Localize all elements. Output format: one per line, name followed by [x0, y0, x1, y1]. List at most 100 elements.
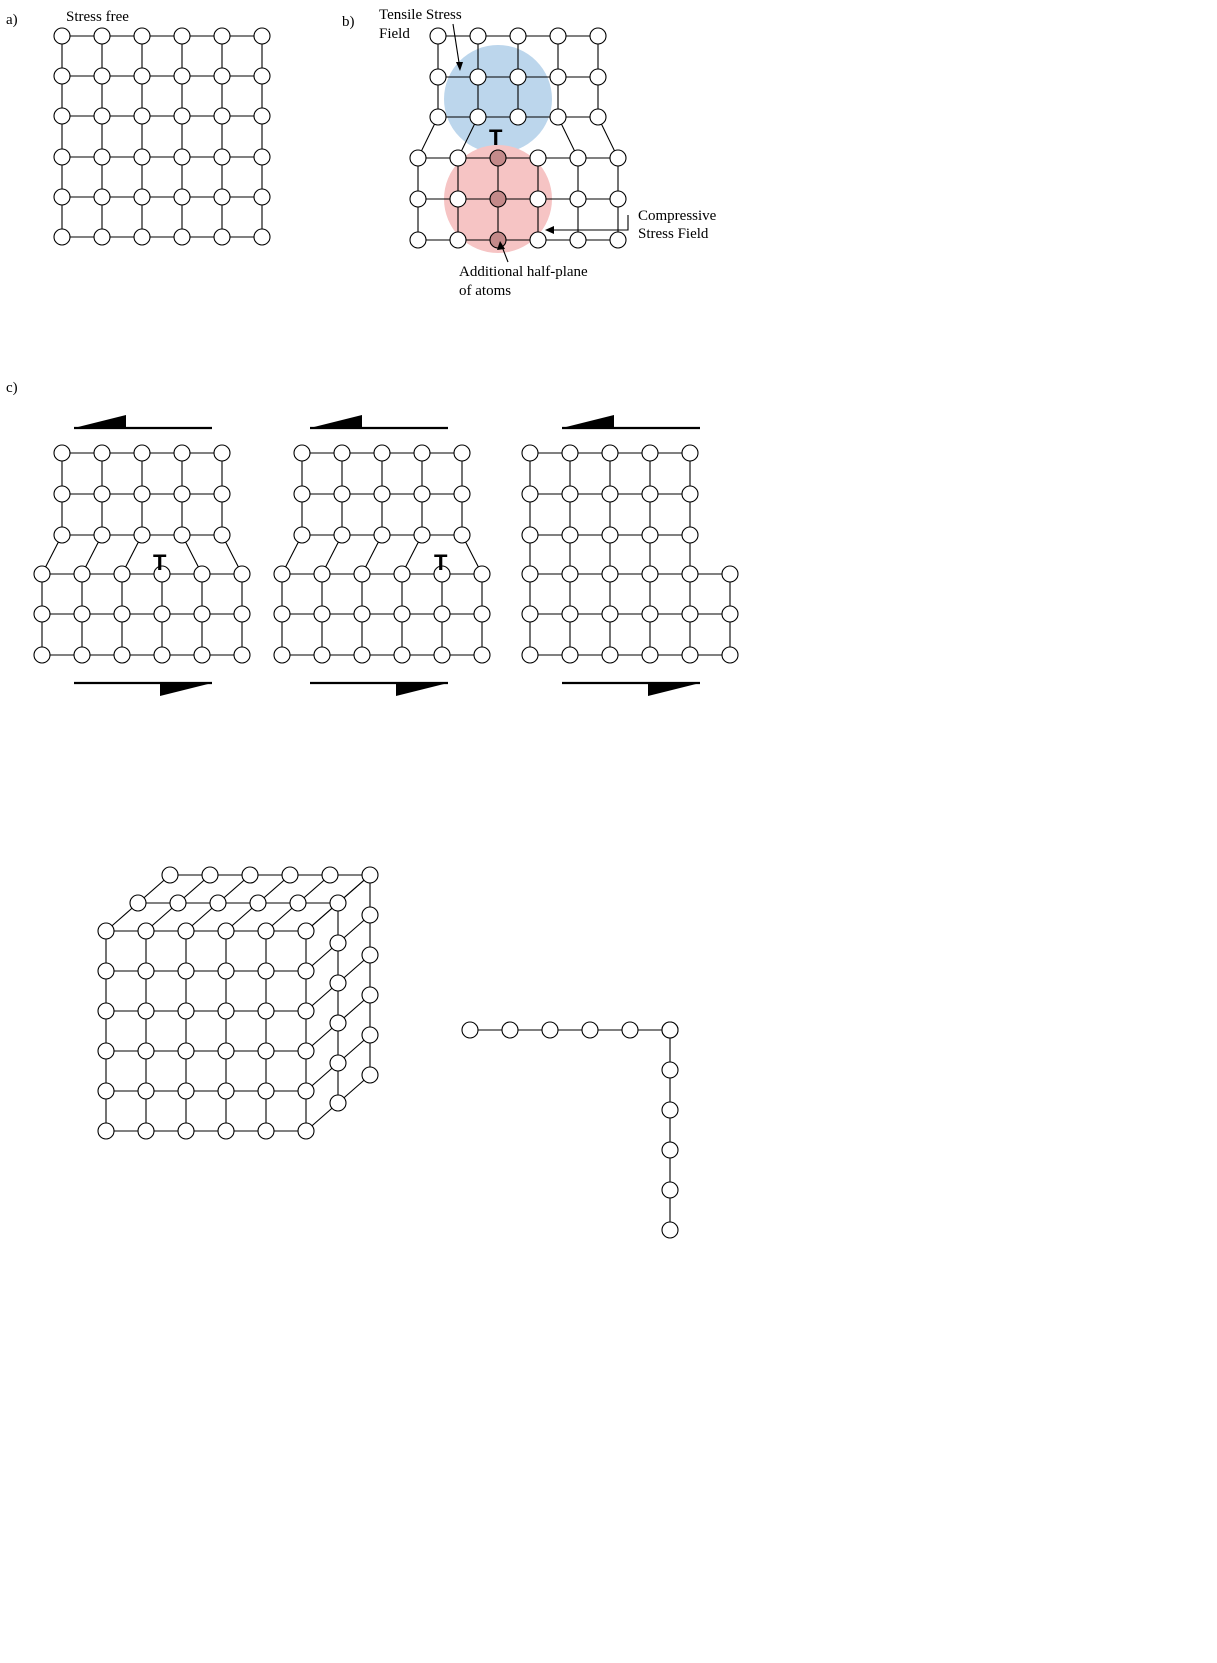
atom: [173, 67, 191, 85]
atom: [433, 646, 451, 664]
atom: [721, 565, 739, 583]
atom: [449, 149, 467, 167]
atom: [469, 108, 487, 126]
atom: [509, 27, 527, 45]
atom: [313, 565, 331, 583]
bond: [311, 1027, 333, 1047]
slip-step-2: T: [273, 415, 491, 696]
atom: [53, 526, 71, 544]
halfplane-label-line2: of atoms: [459, 283, 511, 299]
atom: [681, 646, 699, 664]
extra-halfplane-atom: [489, 149, 507, 167]
atom: [641, 485, 659, 503]
atom: [257, 1002, 275, 1020]
atom: [661, 1021, 679, 1039]
atom: [329, 934, 347, 952]
atom: [561, 526, 579, 544]
atom: [361, 906, 379, 924]
atom: [173, 107, 191, 125]
bond: [85, 541, 99, 568]
atom: [413, 485, 431, 503]
atom: [173, 148, 191, 166]
shear-arrow-top: [74, 415, 212, 430]
atom: [249, 894, 267, 912]
dislocation-symbol-c1: T: [153, 550, 167, 575]
atom: [133, 107, 151, 125]
atom: [521, 526, 539, 544]
atom: [253, 228, 271, 246]
atom: [173, 444, 191, 462]
bond: [231, 907, 253, 927]
atom: [521, 565, 539, 583]
atom: [281, 866, 299, 884]
atom: [213, 67, 231, 85]
atom: [433, 605, 451, 623]
atom: [53, 444, 71, 462]
atom: [93, 188, 111, 206]
atom: [93, 444, 111, 462]
bond: [561, 123, 575, 152]
atom: [541, 1021, 559, 1039]
atom: [661, 1101, 679, 1119]
atom: [213, 526, 231, 544]
atom: [177, 1082, 195, 1100]
atom: [169, 894, 187, 912]
atom: [213, 444, 231, 462]
bond: [311, 987, 333, 1007]
atom: [161, 866, 179, 884]
atom: [393, 565, 411, 583]
atom: [217, 1082, 235, 1100]
atom: [661, 1181, 679, 1199]
atom: [53, 107, 71, 125]
atom: [137, 1082, 155, 1100]
atom: [641, 526, 659, 544]
atom: [217, 1042, 235, 1060]
atom: [193, 605, 211, 623]
atom: [173, 485, 191, 503]
atom: [429, 27, 447, 45]
atom: [393, 646, 411, 664]
atom: [589, 27, 607, 45]
atom: [93, 27, 111, 45]
bond: [185, 541, 199, 568]
atom: [233, 565, 251, 583]
atom: [473, 605, 491, 623]
atom: [569, 149, 587, 167]
atom: [289, 894, 307, 912]
atom: [297, 1002, 315, 1020]
atom: [361, 1026, 379, 1044]
shear-arrow-top: [310, 415, 448, 430]
atom: [549, 68, 567, 86]
atom: [549, 108, 567, 126]
extra-halfplane-atom: [489, 190, 507, 208]
atom: [329, 1094, 347, 1112]
atom: [413, 526, 431, 544]
atom: [641, 605, 659, 623]
atom: [561, 605, 579, 623]
atom: [273, 565, 291, 583]
atom: [429, 68, 447, 86]
atom: [561, 444, 579, 462]
dislocation-symbol-c2: T: [434, 550, 448, 575]
atom: [257, 1122, 275, 1140]
atom: [257, 962, 275, 980]
atom: [529, 231, 547, 249]
atom: [53, 67, 71, 85]
atom: [429, 108, 447, 126]
shear-arrowhead: [648, 683, 700, 696]
atom: [297, 1042, 315, 1060]
bond: [465, 541, 479, 568]
atom: [97, 962, 115, 980]
atom: [561, 646, 579, 664]
tensile-arrow: [452, 23, 461, 70]
atom: [661, 1221, 679, 1239]
atom: [93, 485, 111, 503]
atom: [453, 444, 471, 462]
bond: [271, 907, 293, 927]
atom: [233, 646, 251, 664]
halfplane-arrowhead: [497, 241, 505, 250]
atom: [609, 231, 627, 249]
atom: [529, 190, 547, 208]
atom: [297, 962, 315, 980]
atom: [473, 565, 491, 583]
